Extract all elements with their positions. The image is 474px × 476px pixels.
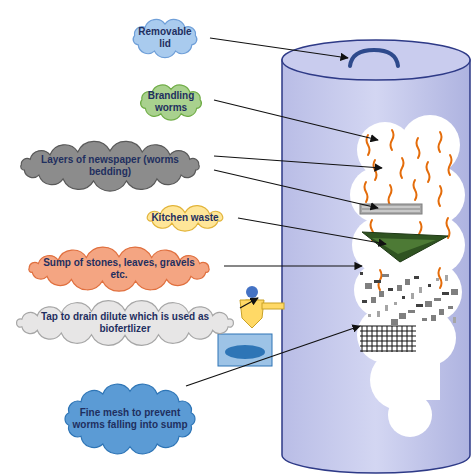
stone [445, 275, 448, 281]
callout-label: Layers of newspaper (worms bedding) [33, 154, 187, 178]
worm [414, 180, 417, 200]
callout-label: Fine mesh to prevent worms falling into … [73, 407, 188, 431]
stone [394, 302, 397, 305]
stone [422, 318, 427, 321]
stone [385, 305, 388, 311]
stone [416, 304, 423, 307]
stone [425, 301, 432, 307]
mesh-wire [360, 336, 416, 337]
stone [388, 288, 393, 291]
stone [371, 297, 376, 303]
stone [448, 306, 453, 309]
cloud-text-box: Removable lid [120, 10, 210, 66]
cloud-callout: Fine mesh to prevent worms falling into … [52, 376, 208, 462]
stone [405, 279, 410, 285]
mesh-wire [382, 326, 383, 352]
cloud-callout: Layers of newspaper (worms bedding) [6, 136, 214, 196]
lid-handle [350, 50, 398, 66]
stone [379, 291, 384, 297]
callout-label: Brandling worms [139, 90, 203, 114]
stone [439, 309, 444, 315]
stone [402, 296, 405, 299]
cloud-callout: Removable lid [120, 10, 210, 66]
mesh-wire [397, 326, 398, 352]
mesh-wire [367, 326, 368, 352]
stone [397, 285, 402, 291]
kitchen-waste [372, 238, 436, 254]
mesh-wire [402, 326, 403, 352]
worm [374, 160, 377, 180]
stone [442, 292, 449, 295]
worm [427, 162, 430, 182]
mesh-wire [362, 326, 363, 352]
callout-label: Removable lid [132, 26, 199, 50]
mesh-wire [372, 326, 373, 352]
stone [451, 289, 458, 295]
cloud-text-box: Layers of newspaper (worms bedding) [6, 136, 214, 196]
cloud-outline [21, 141, 200, 191]
stone [453, 317, 456, 323]
callout-label: Tap to drain dilute which is used as bio… [34, 311, 216, 335]
cloud-outline [29, 247, 209, 291]
kitchen-waste [362, 232, 448, 262]
mesh-wire [360, 346, 416, 347]
stone [391, 319, 398, 325]
mesh-wire [360, 331, 416, 332]
mesh-wire [407, 326, 408, 352]
stone [434, 298, 441, 301]
stone [377, 311, 380, 317]
worm [401, 158, 404, 178]
sump-stones [360, 272, 458, 325]
worm [439, 186, 442, 206]
cloud-outline [65, 384, 195, 454]
stone [399, 313, 406, 319]
cloud-outline [17, 301, 234, 346]
stone [428, 284, 431, 287]
mesh-wire [387, 326, 388, 352]
cloud-text-box: Kitchen waste [132, 198, 238, 238]
worm [417, 138, 420, 158]
bin-interior [350, 115, 465, 437]
stone [368, 314, 371, 317]
cloud-callout: Tap to drain dilute which is used as bio… [2, 296, 248, 350]
bin-cylinder [282, 40, 470, 473]
stone [374, 280, 381, 283]
cloud-text-box: Brandling worms [128, 76, 214, 128]
cloud-callout: Kitchen waste [132, 198, 238, 238]
worm [439, 132, 442, 152]
worm [449, 155, 452, 175]
worm [365, 182, 368, 202]
fine-mesh [360, 326, 416, 352]
stone [414, 276, 419, 279]
mesh-wire [392, 326, 393, 352]
stone [360, 272, 363, 275]
cloud-callout: Brandling worms [128, 76, 214, 128]
stone [365, 283, 372, 289]
mesh-wire [412, 326, 413, 352]
mesh-wire [360, 351, 416, 352]
mesh-wire [360, 326, 416, 327]
stone [362, 300, 367, 303]
cloud-text-box: Sump of stones, leaves, gravels etc. [14, 242, 224, 296]
stone [431, 315, 436, 321]
cloud-text-box: Tap to drain dilute which is used as bio… [2, 296, 248, 350]
worm [389, 185, 392, 205]
cloud-callout: Sump of stones, leaves, gravels etc. [14, 242, 224, 296]
worm [391, 130, 394, 150]
stone [382, 274, 389, 277]
mesh-wire [377, 326, 378, 352]
stone [408, 310, 415, 313]
stone [411, 293, 414, 299]
callout-label: Sump of stones, leaves, gravels etc. [42, 257, 197, 281]
callout-label: Kitchen waste [146, 212, 224, 224]
stone [436, 278, 439, 281]
worm [447, 218, 450, 238]
stone [419, 287, 422, 293]
mesh-wire [360, 341, 416, 342]
cloud-text-box: Fine mesh to prevent worms falling into … [52, 376, 208, 462]
